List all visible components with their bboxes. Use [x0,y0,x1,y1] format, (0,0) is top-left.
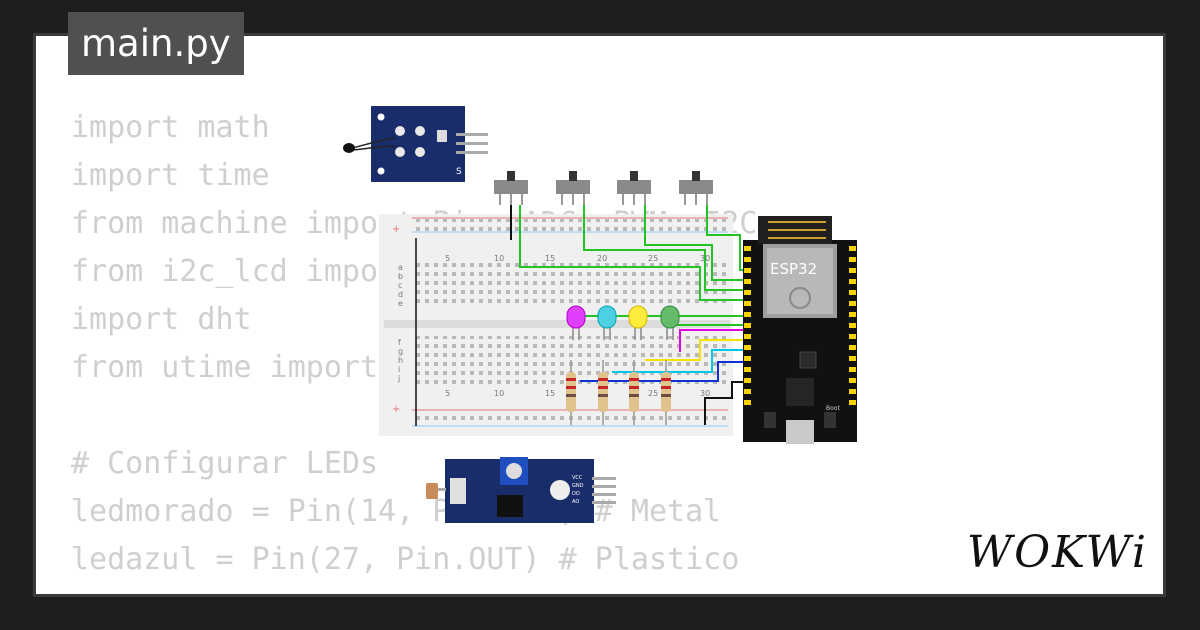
ldr-pin-label: VCC [572,475,583,481]
ldr-module-icon[interactable]: VCC GND DO AO [426,457,616,523]
code-line: ledazul = Pin(27, Pin.OUT) # Plastico [71,542,740,577]
resistor-icon [598,360,608,425]
slide-switch-icon[interactable] [679,171,713,205]
col-number: 5 [445,254,450,263]
slide-switch-icon[interactable] [494,171,528,205]
slide-switch-icon[interactable] [556,171,590,205]
sensor-pin-label: S [456,167,462,177]
code-line: import math [71,110,270,145]
resistor-icon [661,360,671,425]
row-letter: e [398,299,403,308]
col-number: 25 [648,254,658,263]
file-tab[interactable]: main.py [68,12,244,75]
row-letter: b [398,272,403,281]
row-letter: g [398,347,403,356]
resistor-icon [629,360,639,425]
ldr-pin-label: DO [572,491,580,497]
esp32-board-icon[interactable]: ESP32 Boot [743,216,857,444]
col-number: 15 [545,389,555,398]
code-line: import time [71,158,270,193]
row-letter: c [398,281,402,290]
row-letter: i [398,365,400,374]
led-icon[interactable] [566,305,586,340]
row-letter: h [398,356,403,365]
row-letter: a [398,263,403,272]
led-icon[interactable] [660,305,680,340]
col-number: 25 [648,389,658,398]
row-letter: f [398,338,401,347]
col-number: 15 [545,254,555,263]
col-number: 30 [700,389,710,398]
led-icon[interactable] [628,305,648,340]
temperature-sensor-icon[interactable]: S [343,106,488,182]
row-letter: d [398,290,403,299]
ldr-pin-label: GND [572,483,584,489]
code-line: import dht [71,302,252,337]
col-number: 20 [597,254,607,263]
code-line: # Configurar LEDs [71,446,379,481]
col-number: 5 [445,389,450,398]
ldr-pin-label: AO [572,499,579,505]
led-icon[interactable] [597,305,617,340]
board-label: ESP32 [770,260,817,278]
resistor-icon [566,360,576,425]
row-letter: j [397,374,400,383]
wokwi-logo: WOKWi [966,527,1148,578]
col-number: 10 [494,254,504,263]
boot-label: Boot [826,405,840,412]
svg-text:+: + [392,404,400,415]
col-number: 10 [494,389,504,398]
code-line: ledamarillo = Pin(26, Pin.OUT) # Vidrio [71,584,775,594]
slide-switch-icon[interactable] [617,171,651,205]
svg-text:+: + [392,224,400,235]
